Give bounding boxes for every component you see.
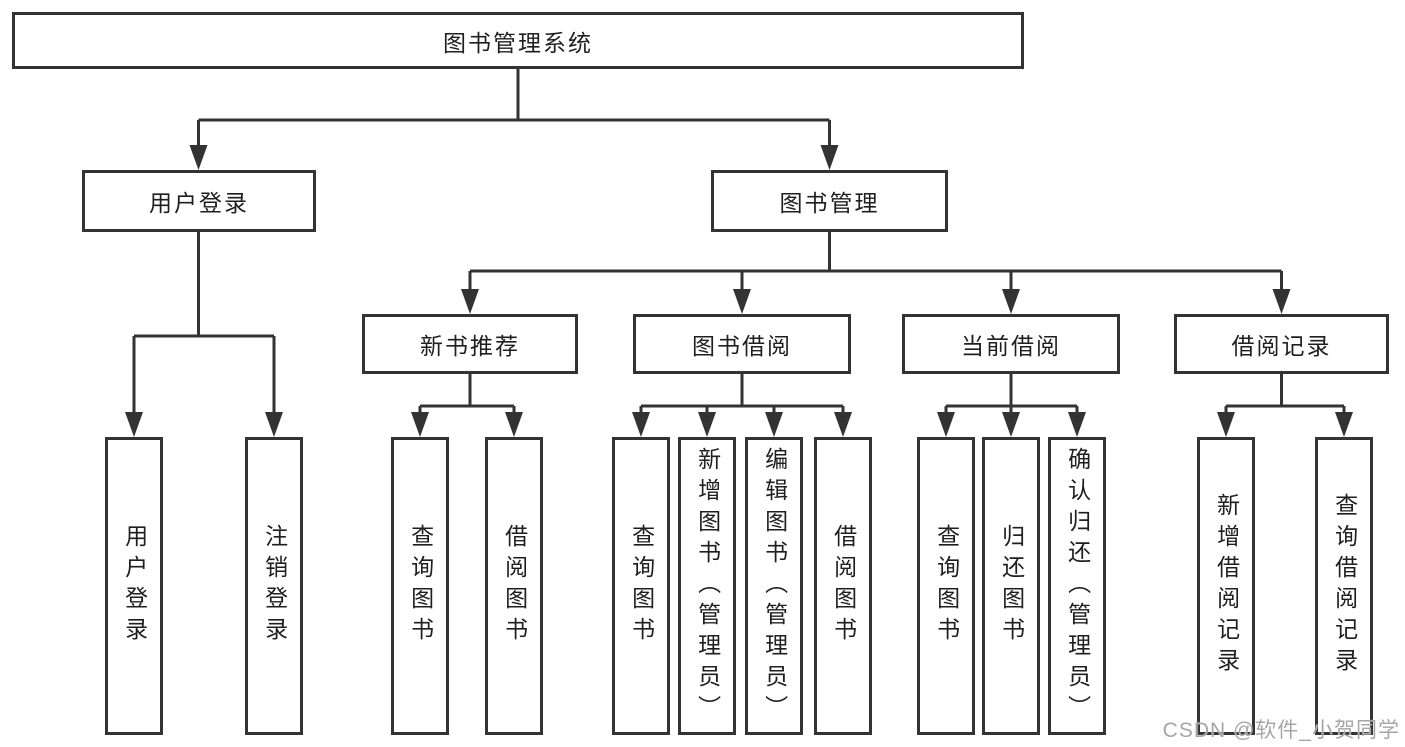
node-add-borrow-record: 新增借阅记录	[1197, 437, 1255, 735]
node-label: 查询借阅记录	[1331, 493, 1358, 679]
node-label: 图书管理系统	[443, 29, 593, 56]
node-label: 新增图书（管理员）	[694, 446, 721, 726]
node-query-books-borrow: 查询图书	[612, 437, 670, 735]
node-label: 用户登录	[149, 190, 249, 216]
node-label: 借阅图书	[501, 524, 528, 648]
node-return-books: 归还图书	[982, 437, 1040, 735]
node-label: 注销登录	[261, 524, 288, 648]
node-label: 借阅记录	[1231, 333, 1332, 359]
node-add-books-admin: 新增图书（管理员）	[678, 437, 736, 735]
node-edit-books-admin: 编辑图书（管理员）	[745, 437, 803, 735]
node-library-management-system: 图书管理系统	[12, 12, 1024, 69]
node-label: 借阅图书	[830, 524, 857, 648]
node-current-borrowing: 当前借阅	[902, 314, 1120, 374]
node-label: 查询图书	[407, 524, 434, 648]
node-query-books-recommend: 查询图书	[391, 437, 449, 735]
node-label: 归还图书	[998, 524, 1025, 648]
node-borrow-books-recommend: 借阅图书	[485, 437, 543, 735]
node-label: 图书借阅	[692, 333, 792, 359]
node-query-borrow-record: 查询借阅记录	[1315, 437, 1373, 735]
node-label: 新书推荐	[420, 333, 520, 359]
node-confirm-return-admin: 确认归还（管理员）	[1048, 437, 1106, 735]
node-user-login-leaf: 用户登录	[105, 437, 163, 735]
node-label: 新增借阅记录	[1213, 493, 1240, 679]
node-label: 图书管理	[779, 190, 880, 216]
node-borrowing-records: 借阅记录	[1174, 314, 1389, 374]
node-book-management: 图书管理	[711, 170, 948, 232]
node-label: 查询图书	[628, 524, 655, 648]
node-label: 用户登录	[121, 524, 148, 648]
node-borrow-books-leaf: 借阅图书	[814, 437, 872, 735]
watermark: CSDN @软件_小贺同学	[1162, 719, 1400, 742]
node-book-borrowing: 图书借阅	[633, 314, 851, 374]
node-label: 确认归还（管理员）	[1064, 446, 1091, 726]
node-label: 查询图书	[933, 524, 960, 648]
node-label: 当前借阅	[961, 333, 1061, 359]
node-query-books-current: 查询图书	[917, 437, 975, 735]
node-logout: 注销登录	[245, 437, 303, 735]
node-new-book-recommendation: 新书推荐	[362, 314, 578, 374]
node-label: 编辑图书（管理员）	[761, 446, 788, 726]
node-user-login: 用户登录	[82, 170, 316, 232]
